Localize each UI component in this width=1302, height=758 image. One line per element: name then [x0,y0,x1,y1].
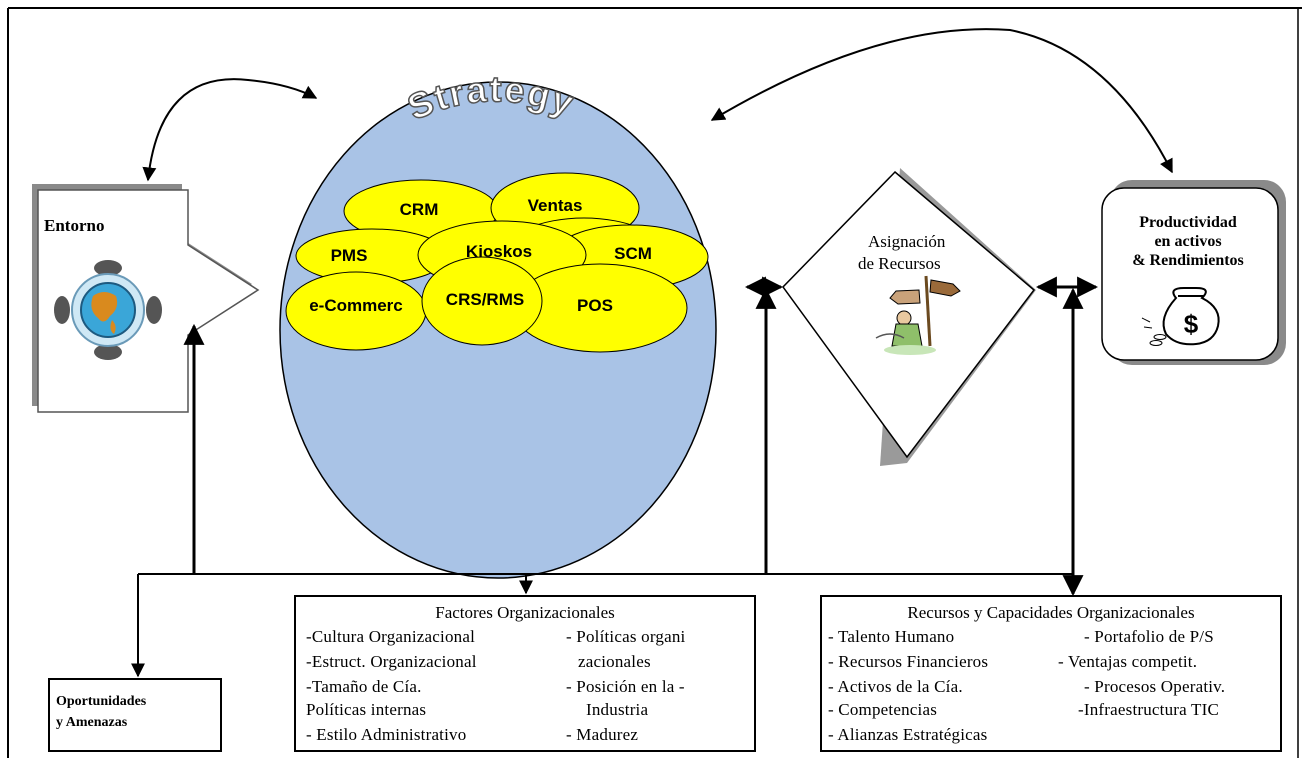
recursos-right-item: - Procesos Operativ. [1084,677,1226,696]
factores-left-item: -Estruct. Organizacional [306,652,477,671]
factores-left-item: -Tamaño de Cía. [306,677,422,696]
factores-right-item: - Posición en la - [566,677,685,696]
productividad-label-line2: en activos [1154,233,1222,250]
factores-right-item: Industria [586,700,649,719]
recursos-right-item: - Ventajas competit. [1058,652,1198,671]
factores-left-item: - Estilo Administrativo [306,725,467,744]
asignacion-label-line2: de Recursos [858,254,941,273]
factores-left-item: -Cultura Organizacional [306,627,476,646]
factores-title: Factores Organizacionales [435,603,615,622]
recursos-left-item: - Alianzas Estratégicas [828,725,988,744]
system-label-pms: PMS [330,246,368,265]
globe-icon [54,260,162,360]
oportunidades-box: Oportunidades y Amenazas [48,678,222,752]
oportunidades-label-line2: y Amenazas [56,715,128,730]
strategy-productividad-curve-arrow [710,28,1173,174]
factores-left-item: Políticas internas [306,700,427,719]
factores-right-item: - Madurez [566,725,639,744]
productividad-label-line3: & Rendimientos [1132,252,1244,269]
system-label-kioskos: Kioskos [465,242,533,261]
money-bag-icon: $ [1141,287,1220,346]
oportunidades-label-line1: Oportunidades [56,694,147,709]
asignacion-label-line1: Asignación [868,232,946,251]
recursos-left-item: - Talento Humano [828,627,955,646]
recursos-box: Recursos y Capacidades Organizacionales … [820,595,1282,752]
factores-box: Factores Organizacionales -Cultura Organ… [294,595,756,752]
svg-text:$: $ [1184,309,1199,339]
entorno-label: Entorno [44,216,105,235]
recursos-left-item: - Recursos Financieros [828,652,989,671]
recursos-left-item: - Competencias [828,700,938,719]
system-label-crm: CRM [399,200,439,219]
productividad-label-line1: Productividad [1139,214,1237,231]
recursos-right-item: -Infraestructura TIC [1078,700,1220,719]
system-label-crs-rms: CRS/RMS [445,290,525,309]
productividad-box [1101,180,1286,365]
system-ovals [285,172,709,353]
strategy-title: Strategy [402,68,581,128]
factores-right-item: zacionales [578,652,651,671]
system-label-pos: POS [577,296,613,315]
system-label-ventas: Ventas [527,196,583,215]
factores-right-item: - Políticas organi [566,627,686,646]
recursos-left-item: - Activos de la Cía. [828,677,963,696]
system-label-scm: SCM [614,244,652,263]
system-label-ecommerce: e-Commerc [309,296,403,315]
recursos-right-item: - Portafolio de P/S [1084,627,1214,646]
entorno-strategy-curve-arrow [142,78,318,182]
recursos-title: Recursos y Capacidades Organizacionales [907,603,1195,622]
signpost-icon [875,275,961,355]
